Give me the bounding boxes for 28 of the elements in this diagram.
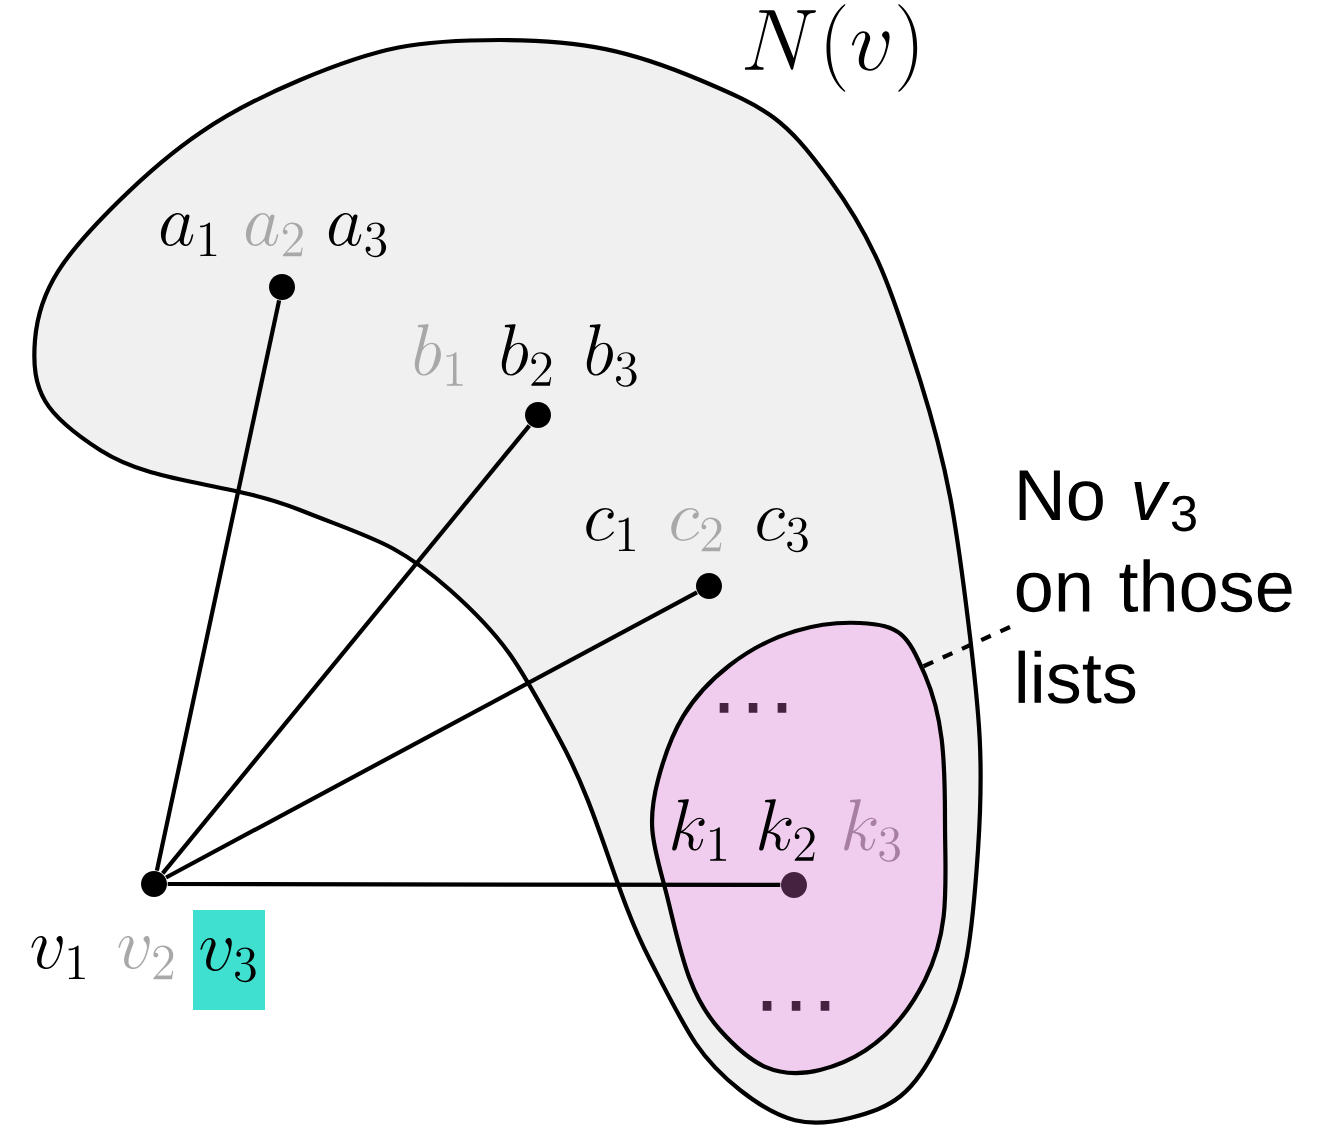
vertex-label: $c_3$ — [757, 508, 808, 553]
vertex-label: $c_1$ — [586, 508, 635, 552]
highlighted-label: $v_3$ — [193, 910, 266, 1010]
vertex-label: $a_1$ — [160, 213, 217, 257]
edge-line — [161, 424, 531, 875]
vertex-dot — [269, 274, 295, 300]
vertex-label: $v_1$ — [31, 936, 85, 980]
vertex-label: $k_1$ — [672, 799, 727, 861]
vertex-dot — [525, 402, 551, 428]
vertex-label: $v_2$ — [118, 936, 174, 980]
vertex-label: $b_1$ — [414, 324, 463, 386]
vertex-dot — [696, 573, 722, 599]
vertex-label: $c_2$ — [671, 508, 722, 552]
vertex-label: $b_3$ — [586, 324, 637, 387]
ellipsis: … — [762, 1001, 830, 1011]
edge-line — [167, 881, 781, 888]
callout-text: No v$_{3}$ on those lists — [1016, 470, 1292, 704]
vertex-dot — [781, 872, 807, 898]
edge-line — [154, 299, 282, 872]
vertex-dot — [141, 871, 167, 897]
ellipsis: … — [719, 703, 787, 713]
edge-line — [165, 590, 698, 880]
vertex-label: $k_2$ — [759, 799, 815, 861]
vertex-label: $k_3$ — [844, 799, 900, 862]
vertex-label: $b_2$ — [501, 324, 552, 386]
vertex-label: $a_3$ — [328, 213, 387, 258]
vertex-label: $a_2$ — [245, 213, 303, 257]
set-region — [649, 620, 948, 1076]
